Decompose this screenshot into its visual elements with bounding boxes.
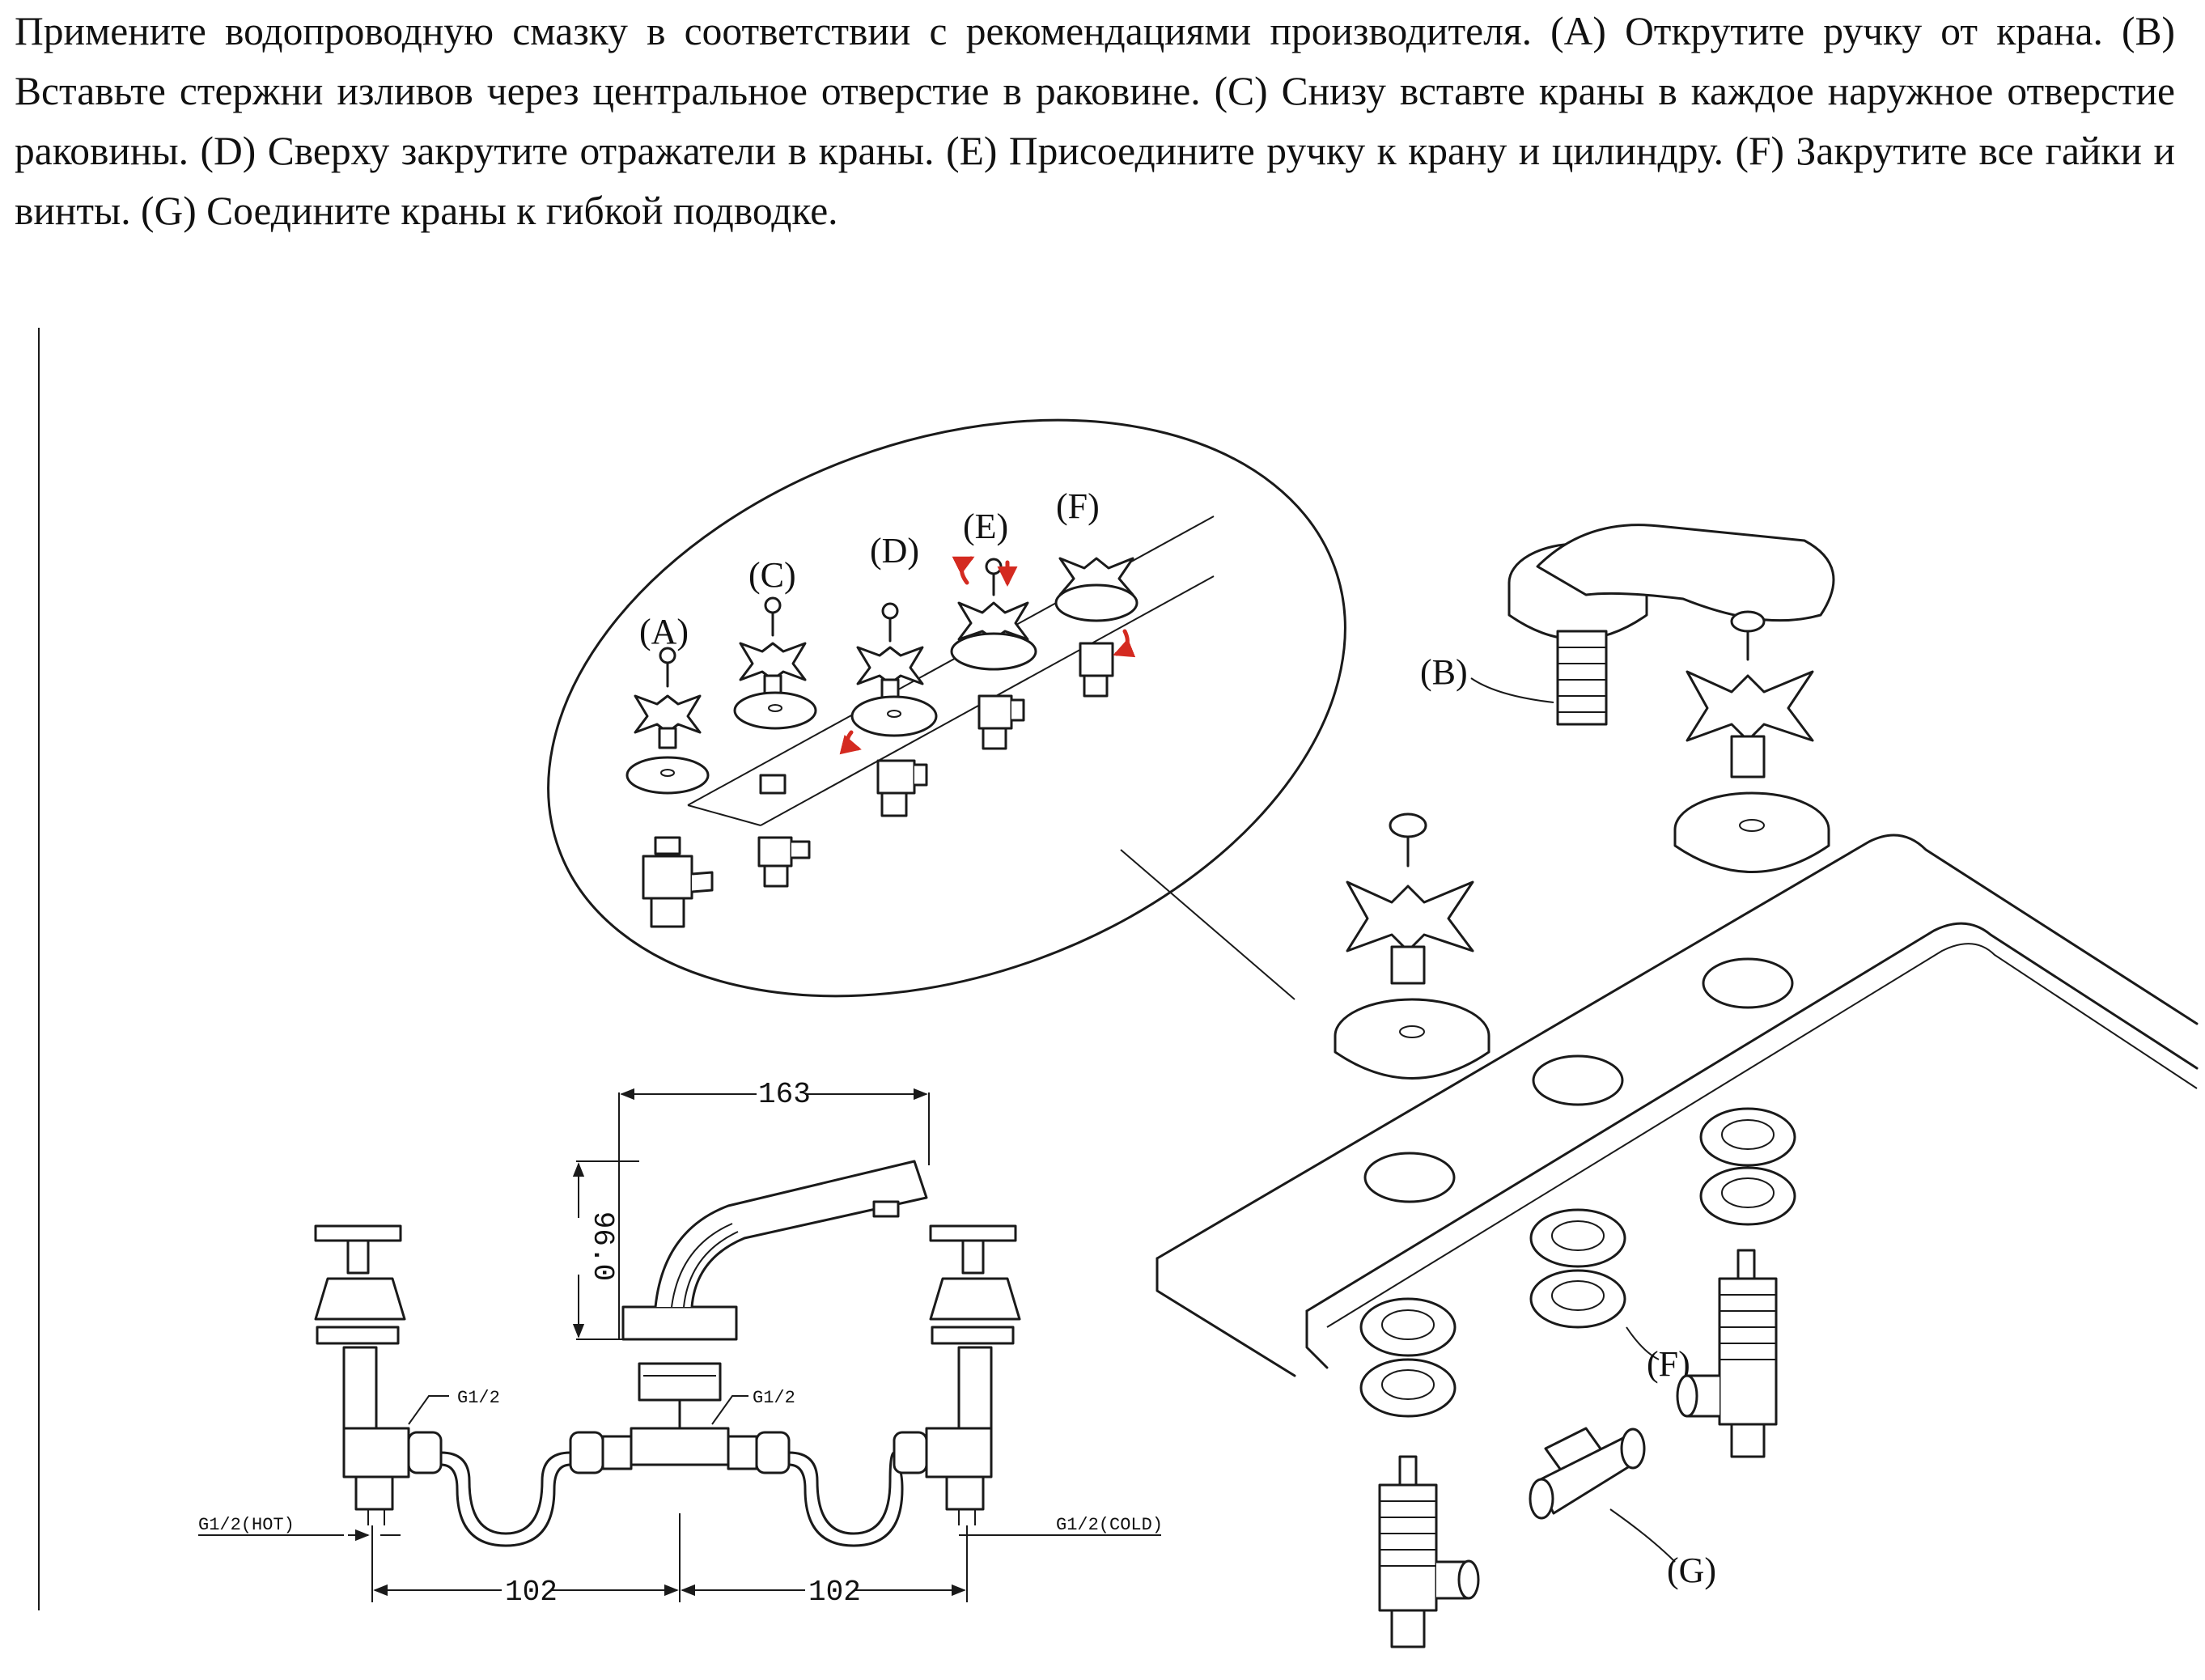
hose-nut-icon [569, 1431, 604, 1474]
dim-left-spacing-label: 102 [505, 1576, 558, 1609]
g12-left-leader [408, 1395, 449, 1425]
exploded-view: (B) [1156, 524, 2199, 1648]
spout-base [621, 1305, 738, 1341]
hose-nut-icon [755, 1431, 791, 1474]
step-c-parts [733, 596, 817, 888]
rotate-arrow-icon [839, 730, 862, 755]
nut-icon [1359, 1358, 1457, 1418]
valve-body-icon [757, 836, 793, 868]
step-a-parts [625, 647, 714, 928]
thread-left-label: G1/2 [457, 1388, 500, 1408]
nut-icon [1699, 1166, 1796, 1226]
dim-width-label: 163 [758, 1078, 811, 1111]
step-f-parts [1054, 557, 1139, 698]
sink-hole-icon [1702, 957, 1794, 1009]
sink-hole-icon [1363, 1152, 1456, 1203]
flexible-hoses [407, 1431, 928, 1547]
spout-assembly [1507, 524, 1835, 726]
detail-ellipse: (A) (C) (D) [547, 418, 1346, 1000]
g12-right-leader [711, 1395, 748, 1425]
valve-body-icon [977, 694, 1013, 730]
cross-handle-icon [739, 642, 807, 681]
step-c-label: (C) [748, 555, 796, 595]
step-d-label: (D) [870, 531, 919, 571]
f-leader-line [1626, 1326, 1660, 1360]
valve-body-icon [642, 855, 693, 900]
dim-height-label: 96.0 [586, 1211, 619, 1281]
cross-handle-icon [929, 1224, 1017, 1242]
valve-body-icon [1378, 1483, 1438, 1612]
cold-label: G1/2(COLD) [1056, 1515, 1163, 1535]
spout-stem-icon [1556, 630, 1608, 726]
detail-leader-line [1120, 849, 1295, 1000]
valve-body-icon [876, 759, 916, 795]
left-valve-elevation [314, 1224, 410, 1525]
step-d-parts [839, 602, 938, 817]
left-handle-assembly [1334, 812, 1490, 1080]
step-e-label: (E) [963, 507, 1008, 546]
spout-tee [630, 1427, 730, 1466]
valve-body-icon [1079, 642, 1114, 677]
thread-right-label: G1/2 [753, 1388, 795, 1408]
spout-arm [654, 1160, 928, 1308]
nut-icon [1529, 1269, 1626, 1329]
right-handle-assembly [1673, 610, 1830, 873]
valve-body-icon [1718, 1277, 1778, 1426]
instructions-text: Примените водопроводную смазку в соответ… [15, 9, 2175, 233]
washer-icon [1529, 1208, 1626, 1268]
hose-nut-icon [893, 1431, 928, 1474]
left-valve-body [1378, 1455, 1480, 1648]
cross-handle-icon [1346, 880, 1474, 952]
spout-body-icon [1536, 524, 1835, 622]
flange-disc-icon [1054, 583, 1139, 622]
dim-right-spacing-label: 102 [808, 1576, 861, 1609]
sink-hole-icon [1532, 1054, 1624, 1106]
sink-deck [1156, 834, 2199, 1377]
washer-icon [1699, 1107, 1796, 1167]
cross-handle-icon [314, 1224, 402, 1242]
cross-handle-icon [1686, 670, 1814, 742]
flange-disc-icon [950, 632, 1037, 671]
step-b-label: (B) [1420, 652, 1468, 692]
b-leader-line [1470, 677, 1554, 703]
cross-handle-icon [634, 694, 702, 734]
step-g-label: (G) [1667, 1551, 1716, 1590]
hose-nut-icon [407, 1431, 443, 1474]
step-f-label: (F) [1056, 486, 1100, 526]
hot-label: G1/2(HOT) [198, 1515, 295, 1535]
right-valve-body [1676, 1249, 1778, 1458]
washers-nuts [1359, 1107, 1796, 1418]
step-a-label: (A) [639, 612, 689, 651]
detail-outline [547, 418, 1346, 998]
right-valve-elevation [925, 1224, 1021, 1525]
cross-handle-icon [856, 646, 924, 685]
dimension-drawing: 163 96.0 G1/2 G1/2 G1/2(HOT) G1/2(COLD) … [198, 1078, 1163, 1609]
rotate-arrow-icon [1113, 629, 1136, 658]
tee-connector [1529, 1427, 1646, 1520]
rotate-arrow-icon [952, 556, 975, 585]
g-leader-line [1609, 1508, 1676, 1563]
washer-icon [1359, 1297, 1457, 1357]
step-e-parts [950, 556, 1037, 750]
cross-handle-icon [957, 601, 1029, 641]
